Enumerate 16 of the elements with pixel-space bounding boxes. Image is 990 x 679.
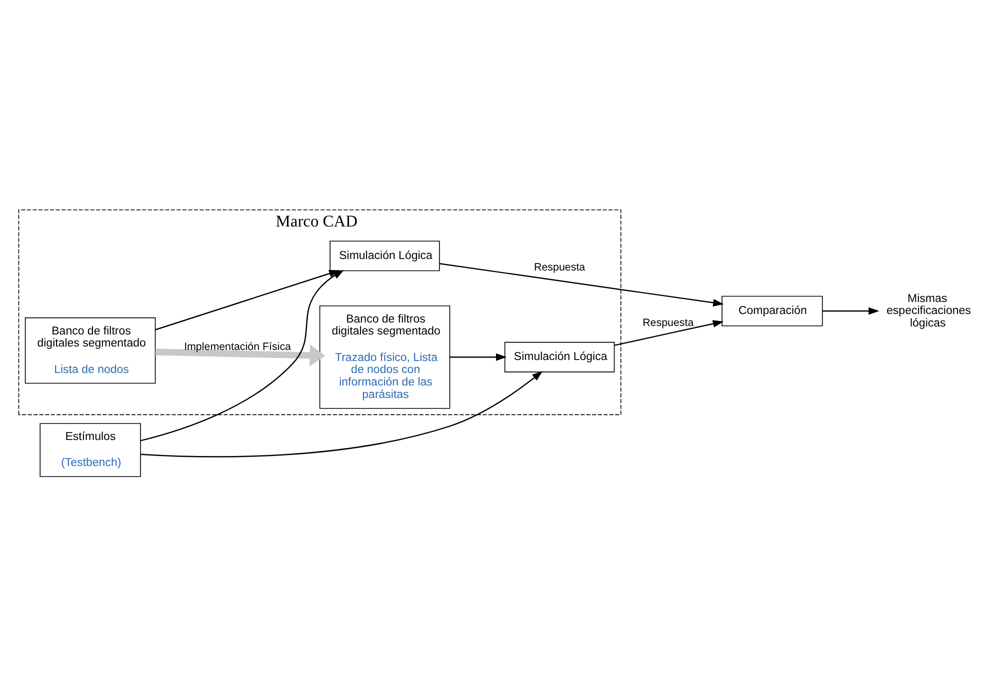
- node-box: Estímulos (Testbench): [40, 422, 141, 477]
- node-box: Simulación Lógica: [330, 240, 440, 271]
- edge-label: Respuesta: [534, 260, 586, 273]
- edge-label: Respuesta: [642, 316, 694, 329]
- node-text: Mismas especificaciones lógicas: [886, 292, 971, 329]
- edge-label: Implementación Física: [184, 340, 291, 353]
- node-box: Banco de filtros digitales segmentado Trazado físico, Lista de nodos con información de las parásitas: [319, 304, 450, 408]
- arrow: [140, 370, 543, 457]
- arrow: [155, 344, 326, 366]
- arrow: [822, 306, 880, 314]
- arrow: [440, 262, 724, 306]
- node-box: Banco de filtros digitales segmentado Lista de nodos: [24, 316, 156, 384]
- arrow: [614, 320, 724, 346]
- arrow: [450, 352, 507, 360]
- node-box: Comparación: [722, 295, 823, 326]
- node-box: Simulación Lógica: [504, 341, 615, 372]
